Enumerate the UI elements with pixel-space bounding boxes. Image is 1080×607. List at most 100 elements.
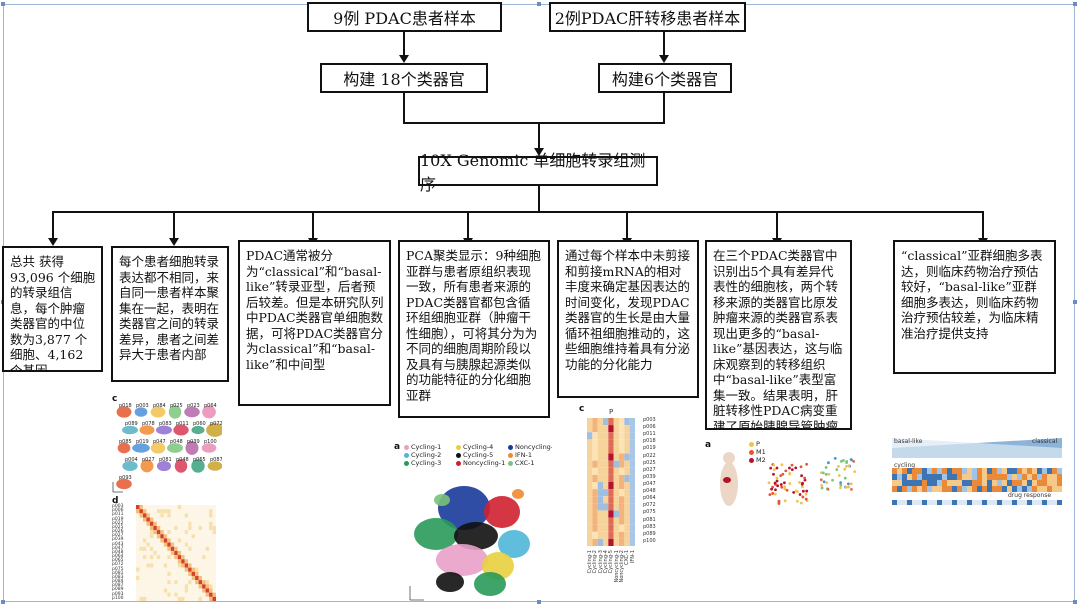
liver-cell-point	[773, 492, 777, 496]
panel-label: a	[394, 442, 401, 452]
heatmap-cell	[202, 521, 206, 526]
heatmap-cell	[167, 546, 171, 551]
heatmap-cell	[209, 584, 213, 589]
heatmap-cell	[177, 567, 182, 572]
liver-cell-point	[795, 489, 798, 493]
umap-cluster-blob	[139, 425, 155, 435]
velocity-cell	[597, 531, 603, 539]
heatmap-cell	[153, 584, 157, 589]
subtype-heat-cell	[917, 486, 922, 492]
heatmap-cell	[177, 509, 182, 514]
heatmap-cell	[146, 567, 150, 572]
heatmap-cell	[205, 588, 210, 593]
subtype-heat-cell	[942, 468, 947, 474]
drug-response-cell	[977, 500, 982, 505]
source-box-pdac[interactable]: 9例 PDAC患者样本	[307, 2, 502, 32]
resize-handle-bottom-right[interactable]	[1073, 600, 1077, 604]
liver-cell-point	[824, 472, 828, 476]
panel-label: c	[579, 404, 585, 414]
heatmap-cell	[195, 563, 199, 568]
heatmap-cell	[149, 517, 154, 522]
heatmap-cell	[184, 542, 189, 547]
heatmap-row-label: p047	[112, 545, 124, 551]
heatmap-cell	[174, 513, 178, 518]
drug-response-cell	[1042, 500, 1047, 505]
finding-box-liver-metastasis[interactable]: 在三个PDAC类器官中识别出5个具有差异代表性的细胞核，两个转移来源的类器官比原…	[705, 240, 852, 430]
resize-handle-top-mid[interactable]	[537, 2, 541, 6]
heatmap-cell	[198, 550, 203, 556]
resize-handle-top-right[interactable]	[1073, 2, 1077, 6]
subtype-heat-cell	[957, 480, 962, 486]
heatmap-cell	[198, 538, 203, 543]
finding-box-drug-response[interactable]: “classical”亚群细胞多表达，则临床药物治疗预估较好，“basal-li…	[893, 240, 1056, 374]
connector-line	[52, 212, 54, 239]
drug-response-cell	[997, 500, 1002, 505]
drug-response-cell	[922, 500, 927, 505]
heatmap-cell	[156, 525, 161, 531]
velocity-cell	[613, 446, 619, 454]
subtype-heat-cell	[997, 474, 1002, 480]
subtype-heat-cell	[917, 474, 922, 480]
subtype-left-label: basal-like	[894, 438, 923, 445]
finding-box-subtypes[interactable]: PDAC通常被分为“classical”和“basal-like”转录亚型，后者…	[238, 240, 391, 406]
heatmap-cell	[191, 592, 196, 597]
heatmap-cell	[195, 584, 199, 589]
organoid-box-6[interactable]: 构建6个类器官	[598, 63, 732, 93]
heatmap-cell	[167, 521, 171, 526]
velocity-cell	[608, 439, 614, 447]
heatmap-cell	[205, 546, 210, 551]
heatmap-cell	[156, 571, 161, 576]
source-box-liver-metastasis[interactable]: 2例PDAC肝转移患者样本	[549, 2, 746, 32]
liver-cell-point	[794, 466, 798, 470]
sequencing-box[interactable]: 10X Genomic 单细胞转录组测序	[418, 151, 658, 194]
heatmap-cell	[153, 563, 157, 568]
umap-cluster-blob	[134, 407, 148, 417]
heatmap-cell	[153, 596, 157, 601]
resize-handle-top-left[interactable]	[1, 2, 5, 6]
organoid-box-18[interactable]: 构建 18个类器官	[320, 63, 488, 93]
heatmap-cell	[195, 555, 199, 560]
finding-box-pca-clusters[interactable]: PCA聚类显示：9种细胞亚群与患者原组织表现一致，所有患者来源的PDAC类器官都…	[398, 240, 550, 418]
subtype-heat-cell	[947, 486, 952, 492]
finding-box-rna-velocity[interactable]: 通过每个样本中未剪接和剪接mRNA的相对丰度来确定基因表达的时间变化，发现PDA…	[557, 240, 699, 398]
liver-cell-point	[772, 468, 776, 472]
drug-response-cell	[907, 500, 912, 505]
heatmap-cell	[167, 534, 171, 539]
heatmap-cell	[195, 580, 199, 585]
finding-box-cell-count[interactable]: 总共 获得93,096 个细胞的转录组信息，每个肿瘤类器官的中位数为3,877 …	[2, 246, 103, 372]
subtype-heat-cell	[922, 486, 927, 492]
velocity-cell	[597, 418, 603, 426]
velocity-row-label: p048	[643, 488, 656, 495]
velocity-cell	[587, 453, 593, 461]
velocity-cell	[629, 510, 635, 518]
heatmap-cell	[205, 509, 210, 514]
heatmap-cell	[146, 584, 150, 589]
liver-cell-point	[777, 502, 781, 505]
velocity-cell	[629, 482, 635, 490]
subtype-heat-cell	[932, 480, 937, 486]
resize-handle-bottom-left[interactable]	[1, 600, 5, 604]
drug-response-cell	[892, 500, 897, 505]
heatmap-cell	[212, 546, 216, 551]
arrowhead	[48, 238, 58, 246]
umap-cluster-label: p084	[153, 403, 166, 409]
velocity-row-label: p100	[643, 537, 656, 544]
heatmap-cell	[167, 559, 171, 564]
finding-box-patient-clustering[interactable]: 每个患者细胞转录表达都不相同，来自同一患者样本聚集在一起，表明在类器官之间的转录…	[111, 246, 229, 382]
heatmap-cell	[153, 509, 157, 514]
resize-handle-bottom-mid[interactable]	[537, 600, 541, 604]
heatmap-cell	[136, 538, 140, 543]
heatmap-cell	[184, 525, 189, 531]
legend-label: Cycling-4	[463, 443, 494, 451]
heatmap-cell	[153, 550, 157, 556]
liver-cell-point	[781, 472, 785, 476]
heatmap-cell	[167, 567, 171, 572]
heatmap-cell	[202, 534, 206, 539]
heatmap-row-label: p003	[112, 504, 124, 509]
velocity-row-label: p064	[643, 495, 656, 502]
resize-handle-right-mid[interactable]	[1073, 300, 1077, 304]
heatmap-cell	[198, 505, 203, 510]
patient-heatmap	[136, 505, 216, 601]
velocity-row-label: p089	[643, 530, 656, 537]
heatmap-cell	[195, 534, 199, 539]
